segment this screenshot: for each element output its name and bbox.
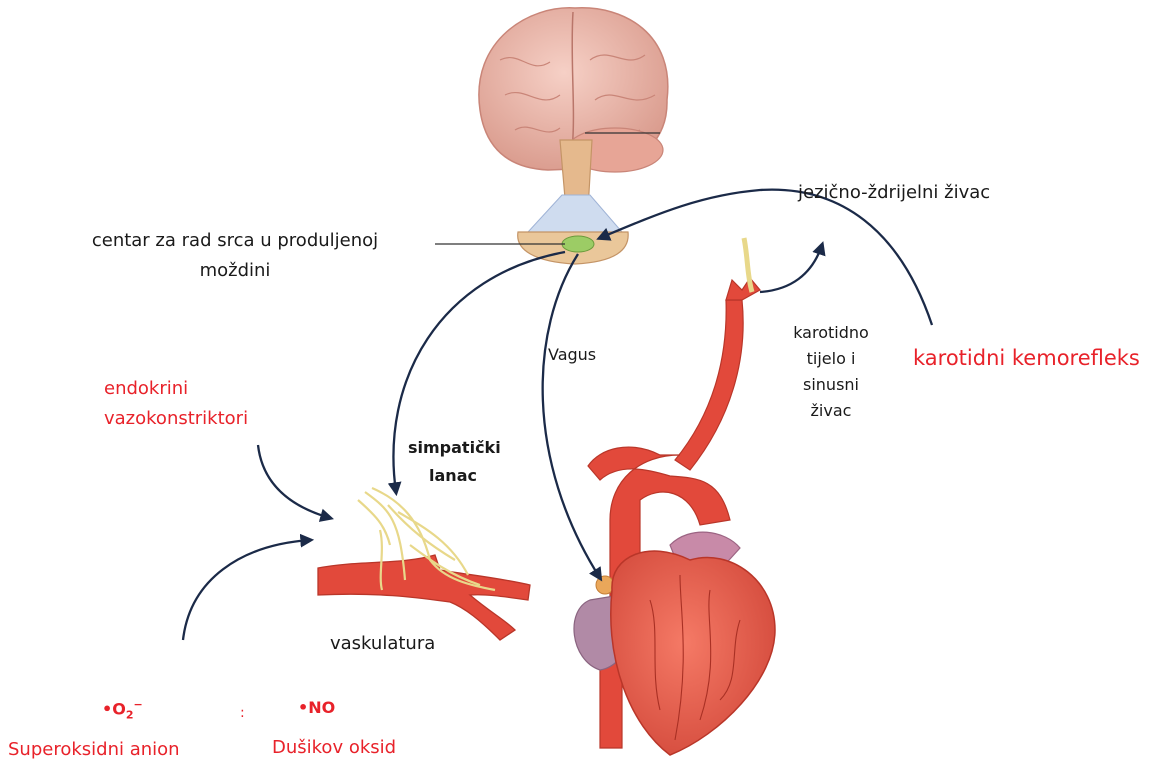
medulla-center-label: centar za rad srca u produljenoj moždini: [70, 226, 400, 286]
carotid-artery: [675, 300, 743, 470]
arrow-vagus-to-heart: [543, 254, 600, 578]
vasculature-illustration: [318, 488, 530, 640]
carotid-bifurcation: [726, 278, 760, 300]
sympathetic-chain-line-1: simpatički: [408, 434, 498, 462]
vasculature-label: vaskulatura: [330, 633, 435, 654]
separator-colon: :: [240, 705, 245, 721]
carotid-body-line-2: tijelo i: [786, 346, 876, 372]
medulla-center-line-2: moždini: [70, 256, 400, 286]
blood-vessel: [318, 555, 530, 640]
carotid-body-line-3: sinusni: [786, 372, 876, 398]
endocrine-line-2: vazokonstriktori: [104, 404, 248, 434]
carotid-body-line-1: karotidno: [786, 320, 876, 346]
arrow-chemoreflex-to-medulla: [600, 190, 932, 325]
section-guide: [528, 195, 622, 232]
sympathetic-chain-label: simpatički lanac: [408, 434, 498, 490]
ventricles: [611, 551, 775, 755]
arrow-ros-to-vessel: [183, 540, 310, 640]
carotid-nerve: [744, 238, 752, 292]
cardiac-center: [562, 236, 594, 252]
arrow-carotid-to-glossopharyngeal: [760, 245, 822, 292]
carotid-chemoreflex-label: karotidni kemorefleks: [913, 346, 1140, 370]
superoxide-symbol: •O2−: [102, 698, 143, 722]
nitric-oxide-name: Dušikov oksid: [272, 737, 396, 758]
heart-illustration: [574, 238, 775, 755]
carotid-body-label: karotidno tijelo i sinusni živac: [786, 320, 876, 424]
sympathetic-chain-line-2: lanac: [408, 462, 498, 490]
superoxide-superscript: −: [133, 698, 142, 711]
nitric-oxide-symbol: •NO: [298, 698, 335, 717]
carotid-body-line-4: živac: [786, 398, 876, 424]
endocrine-vasoconstrictors-label: endokrini vazokonstriktori: [104, 374, 248, 434]
arrow-endocrine-to-vessel: [258, 445, 330, 518]
medulla-center-line-1: centar za rad srca u produljenoj: [70, 226, 400, 256]
superoxide-symbol-text: •O: [102, 699, 126, 718]
endocrine-line-1: endokrini: [104, 374, 248, 404]
vagus-label: Vagus: [548, 345, 596, 364]
superoxide-name: Superoksidni anion: [8, 739, 180, 760]
glossopharyngeal-label: jezično-ždrijelni živac: [798, 182, 990, 203]
